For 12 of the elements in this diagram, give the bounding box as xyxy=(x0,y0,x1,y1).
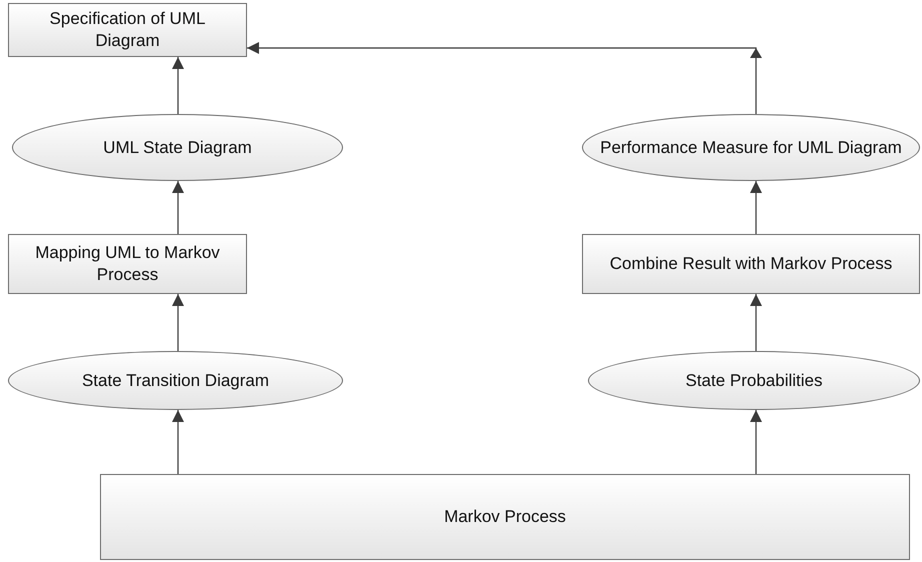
node-label: State Transition Diagram xyxy=(82,370,270,392)
process-box xyxy=(8,234,247,294)
process-box xyxy=(8,3,247,57)
process-box xyxy=(582,234,920,294)
node-label: UML State Diagram xyxy=(103,136,252,158)
node-label: Markov Process xyxy=(444,506,566,528)
node-label: Specification of UML Diagram xyxy=(48,8,206,52)
node-label: State Probabilities xyxy=(685,370,823,392)
node-label: Mapping UML to Markov Process xyxy=(34,242,221,286)
node-label: Combine Result with Markov Process xyxy=(610,253,892,275)
node-label: Performance Measure for UML Diagram xyxy=(600,136,902,158)
process-box xyxy=(100,474,910,560)
